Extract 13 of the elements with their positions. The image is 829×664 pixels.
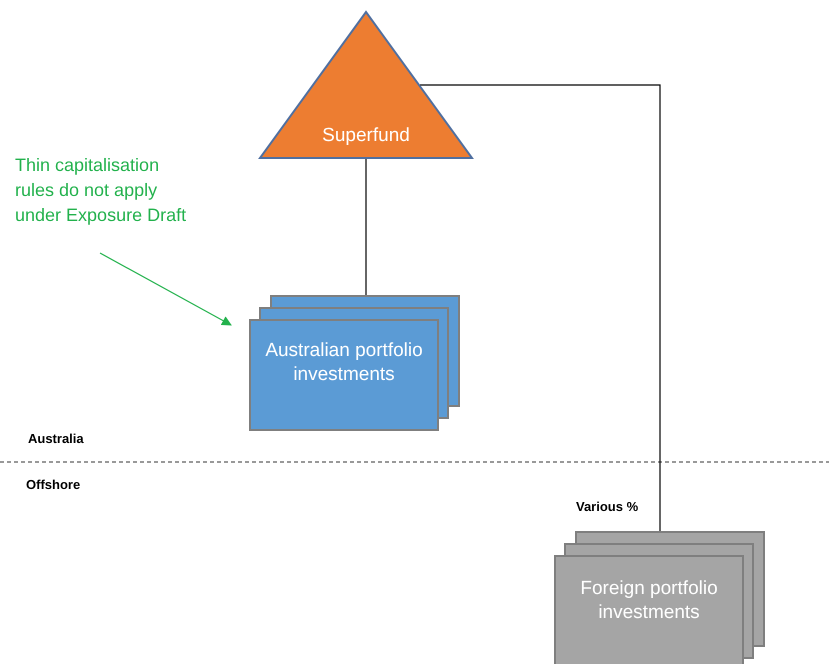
arrow [100, 252, 232, 326]
stacked-box [249, 295, 461, 431]
connector-line [365, 158, 367, 295]
node-label: Australian portfolio investments [264, 339, 424, 387]
connector-line [420, 84, 661, 531]
edge-label: Various % [576, 499, 638, 514]
node-label: Superfund [321, 124, 411, 148]
node-label: Foreign portfolio investments [579, 577, 719, 625]
stacked-box [554, 531, 766, 664]
region-label: Offshore [26, 477, 80, 492]
region-label: Australia [28, 431, 84, 446]
triangle-node [258, 10, 474, 160]
note-text: Thin capitalisation rules do not apply under Exposure Draft [15, 154, 188, 227]
